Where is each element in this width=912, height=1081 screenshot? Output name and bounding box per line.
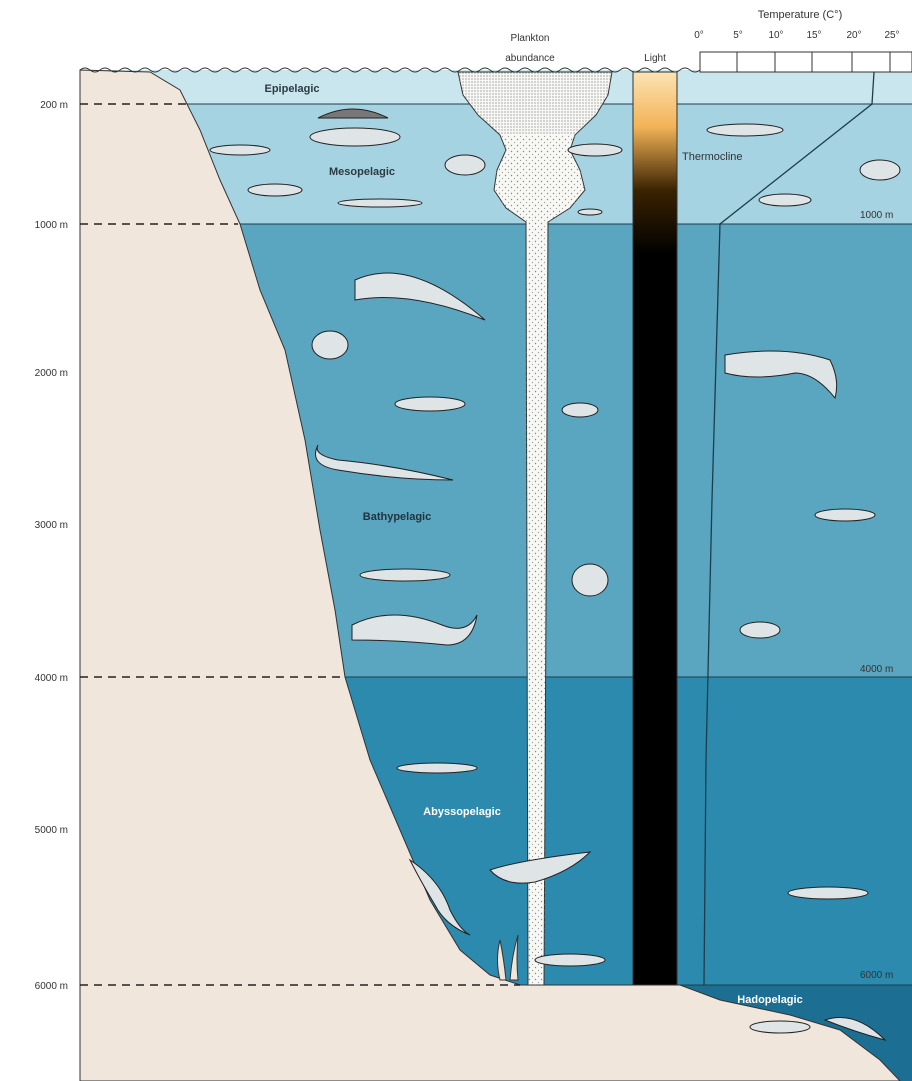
zone-label-mesopelagic: Mesopelagic [329,166,395,178]
temp-tick-20: 20° [846,30,861,41]
thermocline-label: Thermocline [682,151,743,163]
temp-tick-0: 0° [694,30,704,41]
zone-label-hadopelagic: Hadopelagic [737,994,802,1006]
temp-tick-10: 10° [768,30,783,41]
depth-label-1000: 1000 m [35,220,68,231]
plankton-title-line2: abundance [505,53,555,64]
zone-label-epipelagic: Epipelagic [264,83,319,95]
depth-label-2000: 2000 m [35,368,68,379]
light-title: Light [644,53,666,64]
depth-label-6000: 6000 m [35,981,68,992]
depth-axis: 200 m 1000 m 2000 m 3000 m 4000 m 5000 m… [35,100,68,992]
light-column [633,72,677,985]
zone-label-abyssopelagic: Abyssopelagic [423,806,501,818]
temp-tick-15: 15° [806,30,821,41]
right-depth-label-1000: 1000 m [860,210,893,221]
right-depth-label-4000: 4000 m [860,664,893,675]
temp-tick-25: 25° [884,30,899,41]
depth-label-3000: 3000 m [35,520,68,531]
temperature-scale [700,52,912,72]
depth-label-200: 200 m [40,100,68,111]
temp-tick-5: 5° [733,30,743,41]
plankton-title-line1: Plankton [511,33,550,44]
right-depth-label-6000: 6000 m [860,970,893,981]
zone-label-bathypelagic: Bathypelagic [363,511,431,523]
depth-label-5000: 5000 m [35,825,68,836]
temperature-title: Temperature (C°) [758,9,842,21]
depth-label-4000: 4000 m [35,673,68,684]
